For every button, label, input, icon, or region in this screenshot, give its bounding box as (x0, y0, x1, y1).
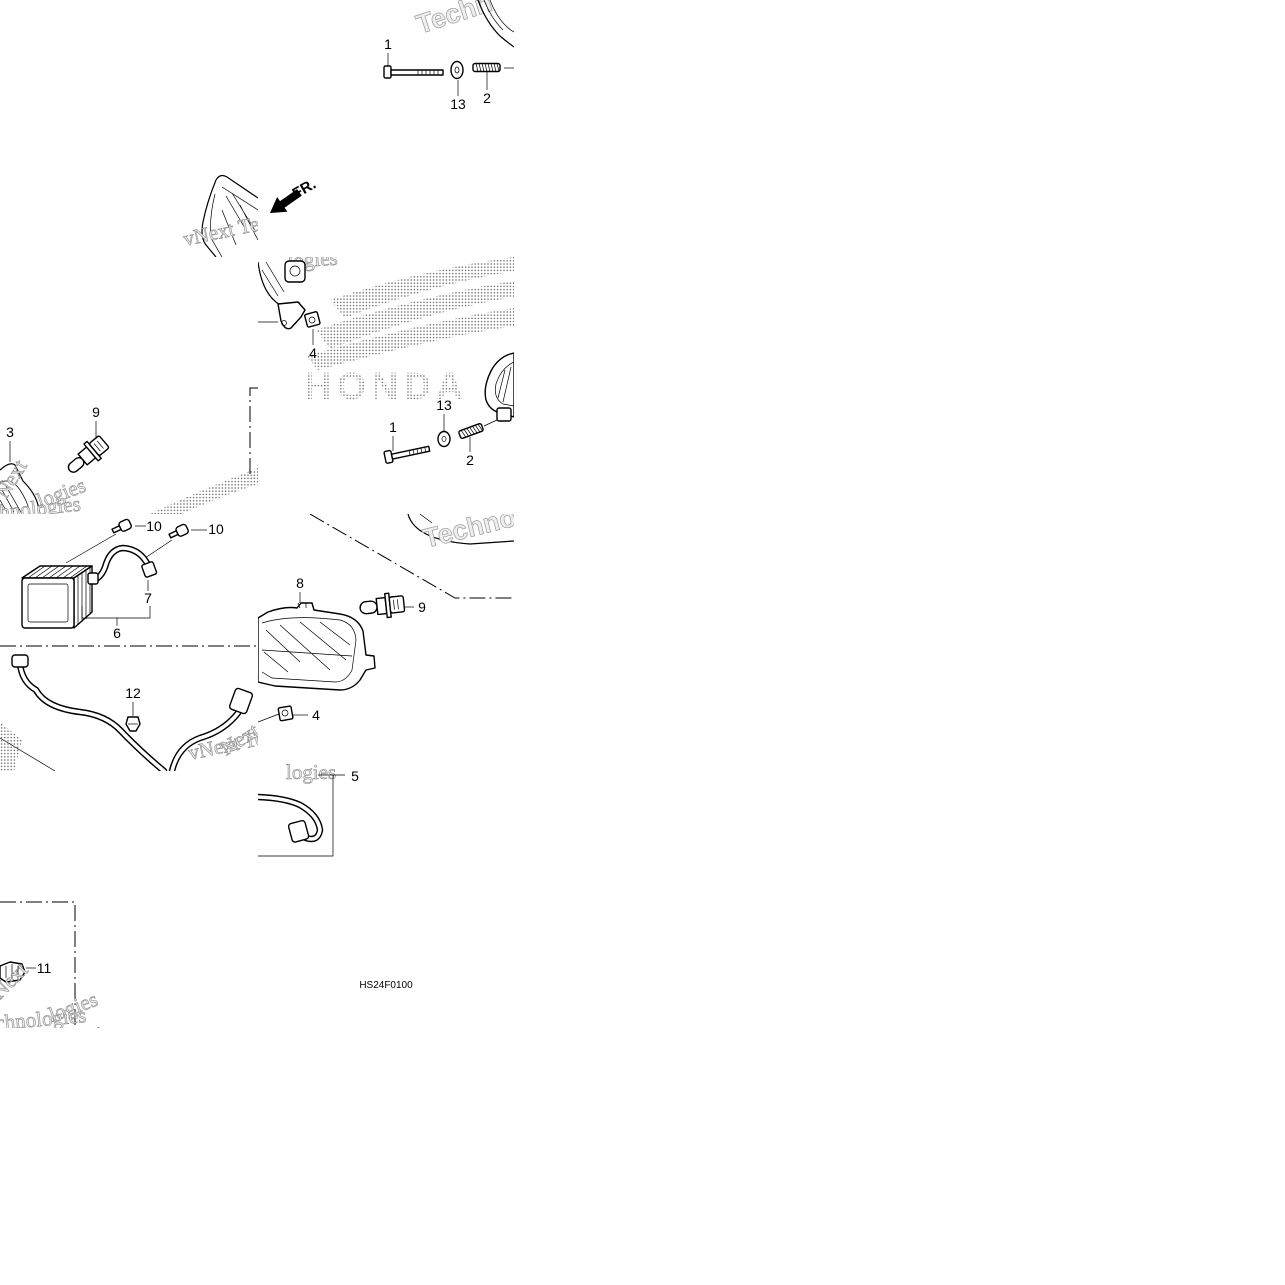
watermark-text: logies (286, 760, 336, 784)
callout-9: 9 (92, 404, 100, 420)
callout-11: 11 (37, 960, 52, 976)
callout-5: 5 (351, 768, 359, 784)
callout-6: 6 (94, 1024, 102, 1040)
diagram-code: HS24F0100 (359, 980, 413, 991)
auxiliary-light-part (21, 565, 93, 629)
screw-part (168, 523, 189, 539)
nut-part (277, 705, 294, 722)
assembly-bracket (258, 774, 345, 857)
leader-line (141, 539, 173, 561)
callout-12: 12 (125, 685, 141, 701)
nut-part (304, 311, 321, 328)
light-wire-part (87, 544, 158, 585)
washer-part (450, 60, 464, 80)
callout-1: 1 (389, 419, 397, 435)
bolt-part (383, 65, 444, 79)
wire-harness-part (11, 654, 254, 771)
callout-2: 2 (483, 90, 491, 106)
headlight-part (201, 174, 258, 257)
group-bracket-line (0, 901, 76, 1028)
headlight-part (258, 602, 376, 691)
headlight-lower-part (258, 260, 306, 330)
callout-13: 13 (450, 96, 466, 112)
tile-middle-right: HONDA logies 4 1 (258, 257, 514, 468)
headlight-right-part (484, 352, 514, 422)
bulb-part (67, 435, 110, 473)
headlight-part (0, 463, 41, 514)
callout-2: 2 (466, 452, 474, 468)
logo-lettering: HONDA (304, 366, 468, 408)
clip-part (125, 716, 141, 732)
honda-wing-logo: HONDA (304, 257, 514, 408)
section-divider (309, 514, 514, 599)
screw-part (111, 518, 132, 534)
callout-10: 10 (146, 518, 162, 534)
callout-13: 13 (436, 397, 452, 413)
sub-harness-part (258, 793, 324, 843)
leader-line (65, 533, 117, 564)
callout-4: 4 (309, 345, 317, 361)
callout-4: 4 (312, 707, 320, 723)
callout-10: 10 (208, 521, 224, 537)
honda-wing-logo (150, 468, 258, 514)
spring-part (458, 423, 484, 439)
washer-part (437, 430, 451, 448)
callout-1: 1 (384, 36, 392, 52)
callout-9: 9 (418, 599, 426, 615)
headlight-corner (477, 0, 514, 48)
callout-8: 8 (296, 575, 304, 591)
watermark-text: Techn (413, 0, 496, 40)
callout-7: 7 (144, 590, 152, 606)
callout-6: 6 (113, 625, 121, 641)
tile-lower-right: Techno 8 9 4 (258, 514, 514, 723)
connector-part (0, 961, 26, 983)
bulb-part (359, 592, 406, 619)
tile-top: Techn 1 13 2 (270, 0, 514, 213)
leader-line (483, 419, 498, 427)
group-bracket-line (249, 387, 258, 476)
spring-part (472, 62, 501, 73)
tile-sub-harness: logies 5 (258, 760, 359, 857)
watermark-text: hnologies (0, 492, 82, 524)
bolt-part (383, 445, 431, 464)
callout-3: 3 (6, 424, 14, 440)
headlight-edge (407, 514, 514, 545)
leader-line (258, 713, 280, 723)
honda-wing-logo (0, 722, 22, 771)
assembly-bracket (81, 606, 151, 626)
